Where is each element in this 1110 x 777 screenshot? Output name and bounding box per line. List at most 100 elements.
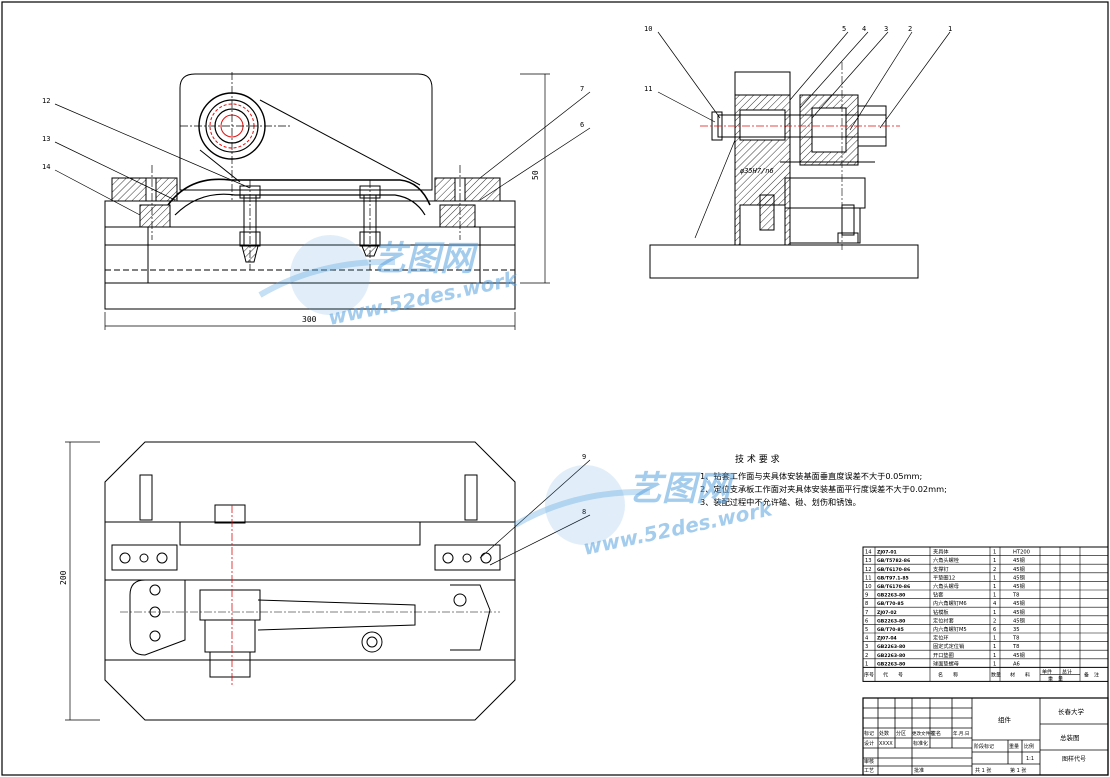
label-sign: 签名 [931, 730, 941, 737]
balloon-1: 1 [948, 25, 952, 33]
bom-material: T8 [1012, 644, 1019, 650]
watermark-brand: 艺图网 [372, 239, 479, 279]
bom-material: 45钢 [1013, 573, 1025, 581]
bom-name: 内六角螺钉M6 [933, 599, 967, 607]
label-count: 处数 [879, 730, 889, 737]
label-change-doc: 更改文件号 [912, 730, 935, 737]
technical-requirements: 技 术 要 求 1、钻套工作面与夹具体安装基面垂直度误差不大于0.05mm; 2… [700, 453, 947, 507]
bom-qty: 2 [993, 618, 996, 624]
label-std: 标准化 [913, 740, 928, 747]
assembly-label: 组件 [998, 715, 1012, 724]
bom-header-cell: 数量 [991, 671, 1001, 678]
bom-name: 六角头螺母 [933, 582, 959, 590]
bom-code: ZJ07-04 [877, 636, 897, 642]
bom-no: 1 [865, 661, 868, 667]
bom-material: 45钢 [1013, 565, 1025, 573]
bom-no: 2 [865, 653, 868, 659]
balloon-14: 14 [42, 163, 50, 171]
bom-no: 8 [865, 601, 868, 607]
balloon-11: 11 [644, 85, 652, 93]
bom-qty: 1 [993, 584, 996, 590]
label-stage: 阶段标记 [974, 743, 994, 750]
bom-name: 平垫圈12 [933, 573, 955, 581]
bom-code: GB2263-80 [877, 653, 905, 659]
bom-header-cell: 单件 [1042, 668, 1052, 675]
bom-qty: 1 [993, 653, 996, 659]
front-width-dim: 300 [302, 315, 317, 324]
bom-no: 4 [865, 636, 869, 642]
bom-no: 5 [865, 627, 868, 633]
bom-row: 1 GB2263-80 球面垫螺母 1 A6 [865, 659, 1020, 667]
title-block [862, 697, 1109, 776]
label-sheets: 共 1 张 [975, 767, 991, 774]
title-block-text: 长春大学 总装图 图样代号 组件 标记 处数 分区 更改文件号 签名 年.月.日… [864, 707, 1086, 774]
bom-qty: 1 [993, 610, 996, 616]
bom-code: GB2263-80 [877, 661, 905, 667]
bom-code: GB/T70-85 [877, 601, 904, 607]
bom-name: 内六角螺钉M5 [933, 625, 967, 633]
fit-annotation: φ35H7/n6 [740, 167, 774, 175]
bom-no: 10 [865, 584, 872, 590]
bom-material: 45钢 [1013, 582, 1025, 590]
bom-header-cell: 序号 [864, 671, 874, 678]
bom-no: 13 [865, 558, 872, 564]
bom-qty: 1 [993, 550, 996, 556]
bom-no: 12 [865, 567, 872, 573]
bom-qty: 2 [993, 567, 996, 573]
watermark-1: 艺图网 www.52des.work [258, 235, 521, 330]
bom-code: ZJ07-02 [877, 610, 897, 616]
tech-line-3: 3、装配过程中不允许磕、碰、划伤和锈蚀。 [700, 497, 861, 507]
bom-no: 11 [865, 575, 872, 581]
bom-qty: 4 [993, 601, 997, 607]
plan-height-dim: 200 [59, 570, 68, 585]
front-height-dim: 50 [531, 170, 540, 180]
label-date: 年.月.日 [953, 730, 969, 737]
bom-material: 45钢 [1013, 599, 1025, 607]
bom-code: GB2263-80 [877, 593, 905, 599]
bom-qty: 6 [993, 627, 996, 633]
bom-name: 固定式定位销 [933, 642, 964, 650]
drawing-no-label: 图样代号 [1062, 755, 1086, 763]
label-weight: 重量 [1009, 743, 1019, 750]
bom-name: 钻套 [933, 591, 944, 599]
bom-material: T8 [1012, 593, 1019, 599]
bom-name: 钻模板 [933, 608, 949, 616]
label-approve: 批准 [914, 767, 924, 774]
bom-material: HT200 [1013, 550, 1030, 556]
bom-no: 6 [865, 618, 868, 624]
bom-material: T8 [1012, 636, 1019, 642]
bom-name: 支撑钉 [933, 565, 949, 573]
plan-view [65, 441, 591, 721]
bom-code: GB/T70-85 [877, 627, 904, 633]
bom-name: 夹具体 [933, 548, 949, 556]
balloon-5: 5 [842, 25, 846, 33]
bom-qty: 1 [993, 575, 996, 581]
label-scale: 比例 [1024, 743, 1034, 750]
bom-name: 六角头螺栓 [933, 556, 960, 564]
bom-no: 14 [865, 550, 872, 556]
label-design: 设计 [864, 740, 874, 747]
bom-material: A6 [1013, 661, 1020, 667]
balloon-13: 13 [42, 135, 50, 143]
label-mark: 标记 [864, 730, 874, 737]
bom-header-cell: 重 量 [1048, 675, 1063, 682]
bom-material: 45钢 [1013, 651, 1025, 659]
balloon-9: 9 [582, 453, 586, 461]
bom-code: GB2263-80 [877, 644, 905, 650]
bom-no: 7 [865, 610, 868, 616]
bom-name: 球面垫螺母 [933, 659, 959, 667]
bom-header-cell: 名 称 [938, 671, 958, 678]
bom-header-cell: 备 注 [1084, 671, 1099, 678]
bom-material: 45钢 [1013, 616, 1025, 624]
balloon-7: 7 [580, 85, 584, 93]
label-review: 审核 [864, 758, 874, 765]
bom-qty: 1 [993, 661, 996, 667]
